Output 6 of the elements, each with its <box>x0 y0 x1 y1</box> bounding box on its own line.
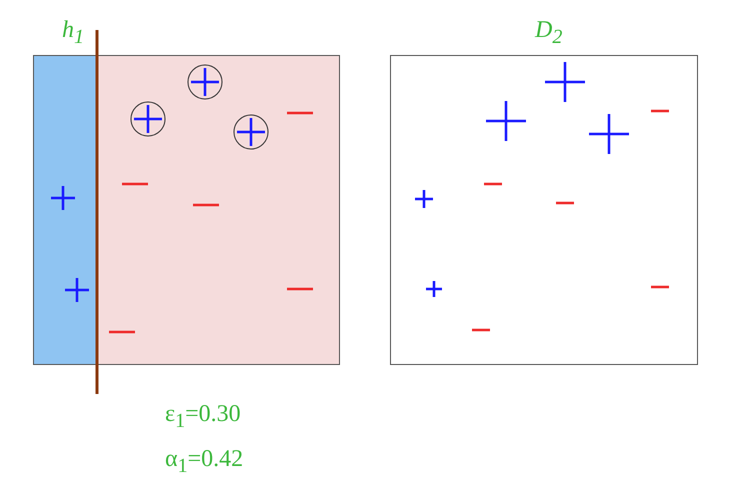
error-label: ε$_{1}$=0.30 <box>165 402 241 431</box>
data-panel <box>33 55 340 365</box>
weight-label: α$_{1}$=0.42 <box>165 447 244 476</box>
data-panel <box>390 55 698 365</box>
hypothesis-label: h$_{1}$ <box>62 18 84 47</box>
panel-heading: D$_{2}$ <box>535 18 562 47</box>
